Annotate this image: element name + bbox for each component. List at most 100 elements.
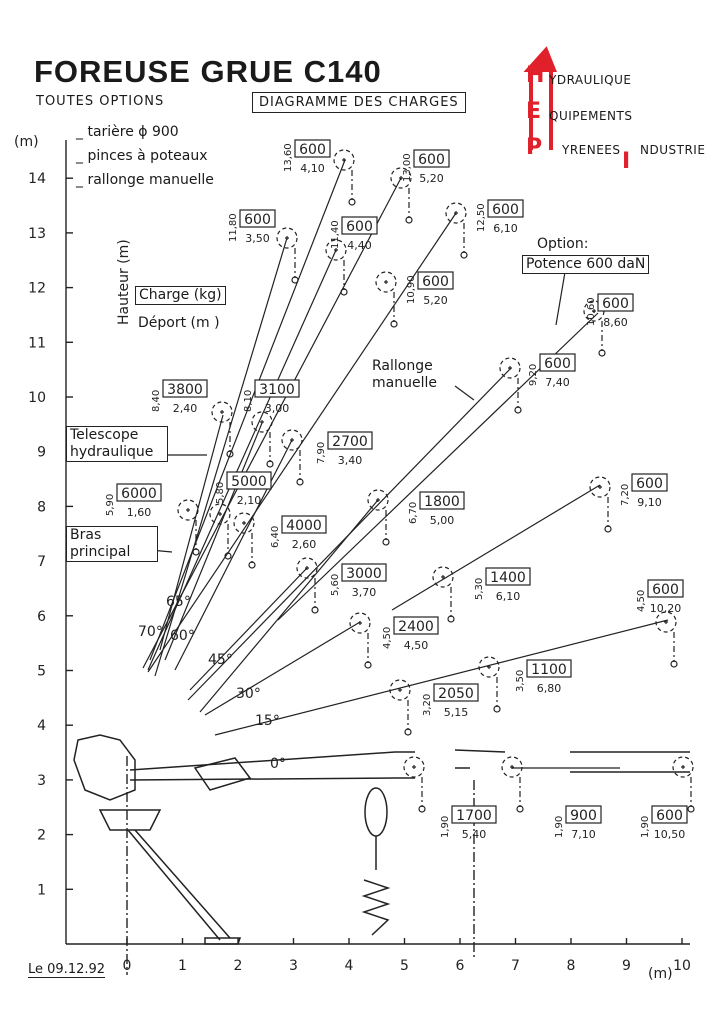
load-point-marker	[251, 411, 273, 433]
hook-ring	[364, 661, 372, 669]
x-tick-label: 6	[456, 958, 465, 974]
load-charge: 1700	[456, 808, 492, 824]
y-tick-label: 9	[37, 445, 46, 461]
load-height: 5,60	[330, 574, 341, 596]
hook-ring	[598, 349, 606, 357]
load-deport: 5,00	[430, 514, 455, 527]
callout-rallonge: Rallonge manuelle	[372, 358, 437, 391]
load-height: 1,90	[440, 816, 451, 838]
outrigger	[127, 829, 221, 941]
load-height: 5,80	[215, 482, 226, 504]
x-tick-label: 2	[234, 958, 243, 974]
load-height: 3,50	[515, 670, 526, 692]
callout-potence: Potence 600 daN	[522, 255, 650, 274]
subtitle: TOUTES OPTIONS	[36, 94, 165, 109]
load-deport: 3,50	[245, 232, 270, 245]
load-point-marker	[367, 489, 389, 511]
charge-box	[651, 805, 688, 824]
load-deport: 4,40	[347, 239, 372, 252]
hook-ring	[514, 406, 522, 414]
boom-line	[204, 621, 361, 716]
load-deport: 4,10	[300, 162, 325, 175]
charge-box	[294, 139, 331, 158]
angle-label: 70°	[138, 624, 163, 640]
load-point-marker	[325, 239, 347, 261]
x-tick-label: 7	[511, 958, 520, 974]
hook-ring	[404, 728, 412, 736]
load-deport: 2,10	[237, 494, 262, 507]
hook-ring	[405, 216, 413, 224]
option-pole-grab: _ pinces à poteaux	[76, 148, 208, 164]
load-height: 8,40	[151, 390, 162, 412]
y-tick-label: 11	[28, 335, 46, 351]
hook-ring	[390, 320, 398, 328]
load-charge: 900	[570, 808, 597, 824]
hook-ring	[493, 705, 501, 713]
outrigger-pad	[204, 937, 242, 945]
load-deport: 2,60	[292, 538, 317, 551]
load-point-marker	[209, 503, 231, 525]
load-deport: 4,50	[404, 639, 429, 652]
boom-line	[199, 499, 379, 713]
charge-box	[539, 353, 576, 372]
x-tick-label: 4	[345, 958, 354, 974]
legend-charge: Charge (kg)	[135, 286, 226, 305]
load-point-marker	[349, 612, 371, 634]
load-height: 8,10	[243, 390, 254, 412]
page-title: FOREUSE GRUE C140	[34, 54, 382, 89]
logo-letter: H	[526, 63, 544, 88]
load-height: 12,50	[476, 203, 487, 232]
load-height: 9,20	[528, 364, 539, 386]
load-height: 10,90	[406, 275, 417, 304]
logo-word-4: NDUSTRIE	[640, 143, 706, 157]
load-point-marker	[432, 566, 454, 588]
charge-box	[433, 683, 479, 702]
hook-ring	[670, 660, 678, 668]
load-charge: 2700	[332, 434, 368, 450]
logo-word-2: QUIPEMENTS	[549, 109, 633, 123]
crane-base	[98, 809, 162, 831]
load-height: 13,00	[402, 153, 413, 182]
hook-ring	[296, 478, 304, 486]
load-deport: 3,00	[265, 402, 290, 415]
boom-cylinder	[193, 757, 252, 791]
charge-box	[597, 293, 634, 312]
logo-word-3: YRENEES	[562, 143, 621, 157]
load-height: 1,90	[640, 816, 651, 838]
charge-box	[239, 209, 276, 228]
load-deport: 1,60	[127, 506, 152, 519]
load-charge: 2400	[398, 619, 434, 635]
charge-box	[485, 567, 531, 586]
hook-ring	[266, 460, 274, 468]
charge-box	[226, 471, 272, 490]
boom-line	[147, 249, 337, 671]
load-height: 5,30	[474, 578, 485, 600]
charge-box	[417, 271, 454, 290]
logo-letter: P	[526, 135, 542, 160]
charge-box	[341, 563, 387, 582]
y-axis-label: Hauteur (m)	[116, 239, 132, 325]
crane-turret	[73, 734, 136, 801]
charge-box	[631, 473, 668, 492]
hook-ring	[447, 615, 455, 623]
charge-box	[281, 515, 327, 534]
load-deport: 6,10	[493, 222, 518, 235]
legend-deport: Déport (m )	[138, 315, 220, 331]
load-charge: 1400	[490, 570, 526, 586]
load-deport: 7,10	[571, 828, 596, 841]
y-tick-label: 12	[28, 281, 46, 297]
load-deport: 5,20	[423, 294, 448, 307]
load-height: 13,60	[283, 143, 294, 172]
x-tick-label: 8	[567, 958, 576, 974]
load-height: 11,80	[228, 213, 239, 242]
hook-ring	[248, 561, 256, 569]
load-charge: 6000	[121, 486, 157, 502]
hook-ring	[382, 538, 390, 546]
charge-box	[526, 659, 572, 678]
charge-box	[341, 216, 378, 235]
hook-ring	[516, 805, 524, 813]
load-point-marker	[375, 271, 397, 293]
load-charge: 600	[346, 219, 373, 235]
callout-bras: Bras principal	[66, 526, 158, 562]
